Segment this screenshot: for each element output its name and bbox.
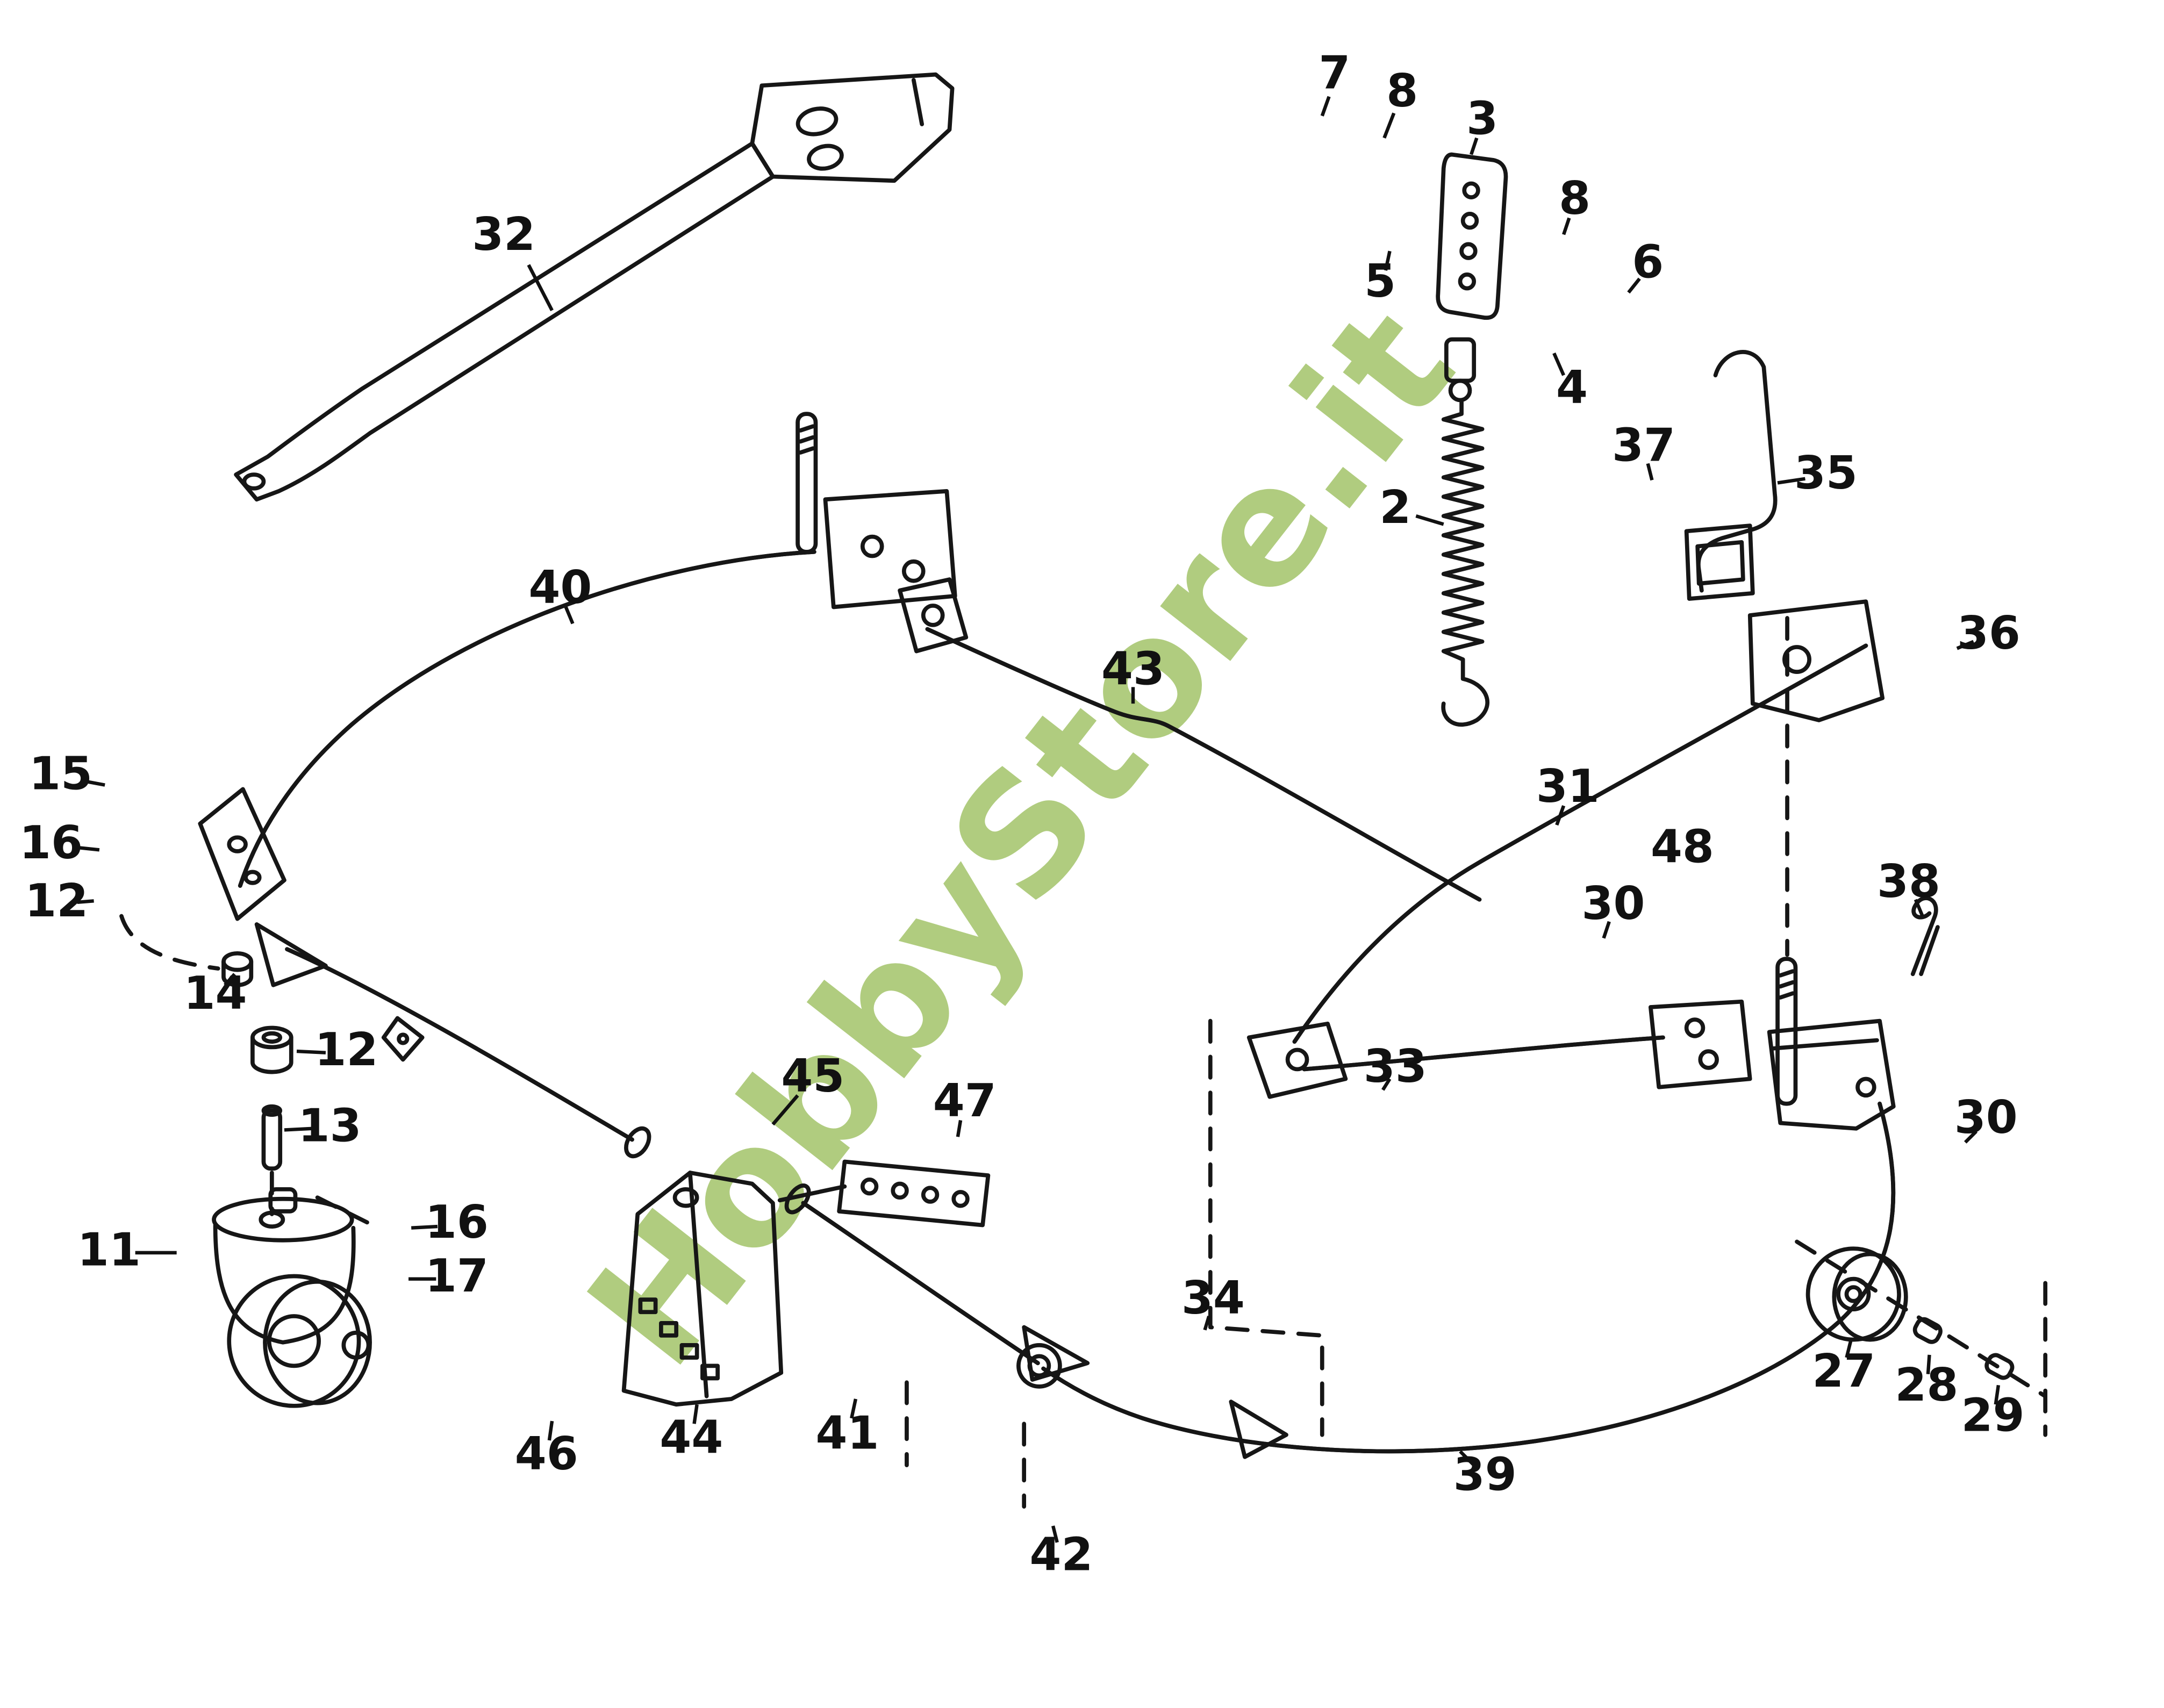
part-label-6: 6: [1632, 235, 1664, 288]
part-32-brace: [234, 72, 955, 502]
leader-line-42: [1051, 1525, 1059, 1543]
leader-line-39: [1459, 1450, 1475, 1467]
leader-line-41: [850, 1398, 858, 1419]
part-43-rod: [898, 577, 1482, 902]
leader-line-34: [1203, 1316, 1211, 1331]
leader-line-12: [77, 899, 94, 905]
part-label-4: 4: [1556, 361, 1588, 414]
part-label-12: 12: [25, 874, 88, 927]
misc-fasteners: [1191, 896, 1940, 1353]
part-11-caster: [212, 1187, 407, 1408]
leader-line-40: [564, 606, 575, 625]
part-35-bracket: [1634, 350, 1996, 671]
leader-line-46: [547, 1420, 554, 1441]
leader-line-30: [1964, 1130, 1978, 1144]
leader-line-7: [1320, 96, 1331, 117]
part-40-frame: [198, 412, 957, 921]
part-label-8: 8: [1386, 64, 1418, 117]
left-caster-arm: [254, 922, 651, 1159]
part-label-29: 29: [1961, 1388, 2025, 1441]
part-label-47: 47: [933, 1074, 997, 1127]
part-label-2: 2: [1379, 480, 1411, 534]
leader-line-2: [1415, 514, 1444, 526]
leader-line-45: [771, 1094, 799, 1126]
lower-diagonal-arm: [1302, 928, 1752, 1089]
part-label-16: 16: [19, 816, 83, 869]
part-label-30: 30: [1582, 877, 1645, 930]
part-label-40: 40: [528, 561, 592, 614]
leader-line-30: [1602, 921, 1611, 939]
right-pivot-bracket: [1767, 957, 2009, 1175]
part-label-42: 42: [1030, 1528, 1093, 1581]
leader-line-16: [73, 845, 100, 852]
part-label-27: 27: [1812, 1344, 1875, 1397]
leader-line-33: [1381, 1078, 1392, 1091]
part-label-13: 13: [298, 1099, 362, 1152]
left-hardware-stack: [97, 765, 369, 1225]
part-label-37: 37: [1612, 419, 1675, 472]
leader-line-38: [1914, 899, 1924, 917]
part-label-45: 45: [781, 1049, 844, 1102]
part-label-35: 35: [1794, 446, 1858, 499]
leader-line-28: [1926, 1354, 1931, 1375]
leader-line-4: [1552, 352, 1566, 376]
leader-line-32: [527, 264, 554, 312]
part-label-30: 30: [1954, 1090, 2018, 1144]
part-label-3: 3: [1466, 91, 1498, 145]
part-label-17: 17: [425, 1249, 489, 1302]
leader-line-5: [1384, 250, 1392, 271]
part-label-48: 48: [1651, 820, 1714, 873]
leader-line-31: [1555, 805, 1566, 826]
part-label-5: 5: [1364, 254, 1396, 307]
part-label-41: 41: [816, 1406, 879, 1460]
leader-line-8: [1562, 217, 1571, 235]
part-label-43: 43: [1101, 642, 1165, 695]
part-label-46: 46: [515, 1427, 578, 1480]
leader-line-36: [1956, 640, 1974, 650]
part-label-33: 33: [1364, 1039, 1427, 1093]
hanger-bracket-assembly: [1305, 115, 1654, 360]
part-label-7: 7: [1319, 46, 1350, 99]
leader-line-35: [1777, 477, 1805, 485]
leader-line-14: [224, 973, 236, 986]
part-45-plate: [534, 1136, 1067, 1524]
leader-line-13: [284, 1126, 312, 1132]
part-label-36: 36: [1957, 606, 2020, 659]
leader-line-8: [1382, 112, 1396, 139]
leader-line-44: [692, 1404, 699, 1424]
leader-line-6: [1627, 277, 1641, 294]
leader-line-47: [956, 1119, 963, 1137]
part-label-31: 31: [1536, 759, 1600, 813]
part-label-28: 28: [1895, 1358, 1958, 1411]
leader-line-15: [82, 779, 105, 787]
part-label-34: 34: [1181, 1271, 1245, 1324]
leader-line-12: [296, 1049, 326, 1054]
part-31-frame: [1246, 599, 1885, 1099]
part-label-39: 39: [1453, 1448, 1517, 1501]
part-label-8: 8: [1559, 171, 1590, 225]
part-2-spring: [1441, 337, 1489, 727]
leader-line-16: [411, 1224, 438, 1230]
part-label-11: 11: [77, 1223, 141, 1276]
part-label-14: 14: [184, 966, 247, 1020]
roller-assembly: [1805, 1246, 2015, 1380]
part-39-frame: [784, 1101, 1896, 1459]
leader-line-27: [1845, 1340, 1853, 1358]
part-label-38: 38: [1877, 855, 1940, 908]
part-label-15: 15: [29, 747, 92, 800]
part-label-16: 16: [425, 1195, 489, 1248]
part-label-32: 32: [472, 207, 535, 261]
part-label-44: 44: [660, 1410, 723, 1463]
part-label-12: 12: [315, 1023, 378, 1076]
leader-line-3: [1470, 137, 1479, 155]
leader-line-37: [1646, 463, 1654, 481]
leader-line-29: [1994, 1384, 2001, 1405]
